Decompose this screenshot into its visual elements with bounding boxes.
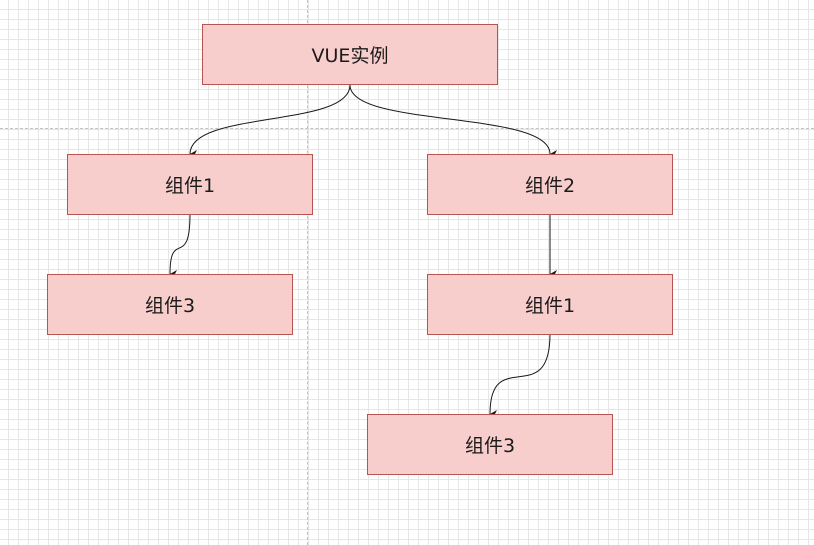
node-left-component-3[interactable]: 组件3 [47,274,293,335]
edge-left-component-1-to-component-3[interactable] [169,213,191,279]
node-right-component-2[interactable]: 组件2 [427,154,673,215]
edge-vue-to-right-component-2[interactable] [349,84,558,158]
node-right-component-3[interactable]: 组件3 [367,414,613,475]
node-vue-instance[interactable]: VUE实例 [202,24,498,85]
node-right-component-1[interactable]: 组件1 [427,274,673,335]
edge-right-component-1-to-component-3[interactable] [489,333,551,419]
page-break-horizontal [0,128,814,129]
page-break-vertical [307,0,308,545]
edge-vue-to-left-component-1[interactable] [189,84,351,159]
node-left-component-1[interactable]: 组件1 [67,154,313,215]
